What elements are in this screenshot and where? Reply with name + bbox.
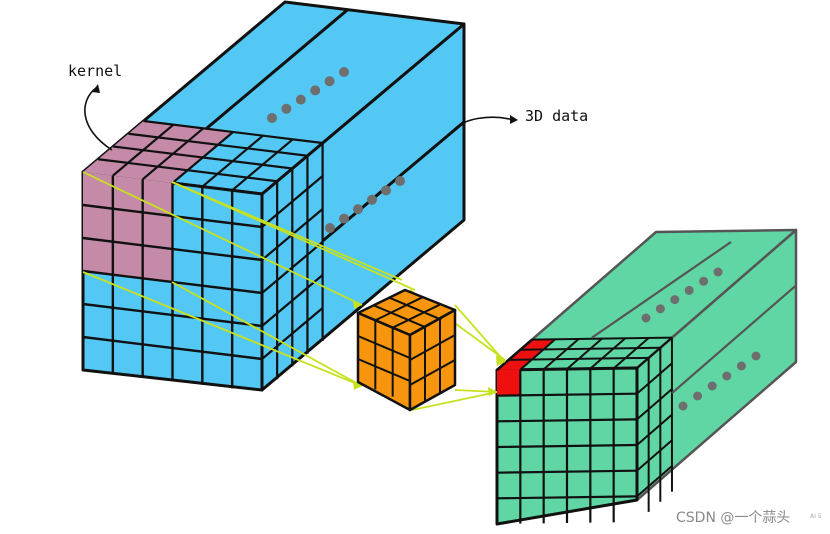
input-side-grid-line xyxy=(261,274,324,327)
output-front-grid-line xyxy=(496,418,638,423)
input-front-grid-line xyxy=(82,302,263,328)
ellipsis-dot xyxy=(339,213,349,224)
input-front-grid-line xyxy=(82,335,263,361)
kernel-cube-grid-line xyxy=(374,296,423,322)
projection-line xyxy=(82,171,363,306)
input-top-grid-line xyxy=(143,119,323,145)
ellipsis-dot xyxy=(339,67,349,77)
output-top-grid-line xyxy=(531,336,672,341)
projection-lines xyxy=(82,171,506,411)
ellipsis-dot xyxy=(325,223,335,233)
label-arrows xyxy=(84,84,518,151)
output-top-grid-line xyxy=(496,338,533,371)
watermark-small-text: AI 5 xyxy=(810,513,822,520)
ellipsis-dot xyxy=(281,103,292,114)
input-side-grid-line xyxy=(261,307,324,360)
3d-data-label-arrow xyxy=(451,116,515,133)
input-front-grid-line xyxy=(82,236,263,262)
projection-arrowhead xyxy=(353,300,362,309)
output-front-grid-line xyxy=(496,392,638,397)
kernel-cube-grid-line xyxy=(357,358,411,382)
kernel-arrowhead xyxy=(92,84,100,93)
projection-line xyxy=(82,271,363,387)
output-top-grid-line xyxy=(543,338,580,371)
ellipsis-dot xyxy=(267,113,277,123)
input-front-grid-line xyxy=(82,203,263,229)
input-3d-data-block xyxy=(81,0,466,392)
ellipsis-dot xyxy=(310,85,321,96)
input-top-grid-line xyxy=(113,145,293,170)
output-front-grid-line xyxy=(496,443,638,449)
ellipsis-dot xyxy=(641,313,651,323)
kernel-cube-grid-line xyxy=(409,359,456,386)
output-top-grid-line xyxy=(613,337,650,370)
ellipsis-dot xyxy=(655,304,665,314)
ellipsis-dot xyxy=(324,76,335,87)
ellipsis-dot xyxy=(670,295,680,305)
output-side-grid-line xyxy=(636,388,673,421)
output-top-seam xyxy=(591,241,732,339)
output-top-grid-line xyxy=(519,338,556,371)
output-side-seam xyxy=(671,284,797,394)
ellipsis-dot xyxy=(684,285,694,295)
ellipsis-dot xyxy=(722,371,732,381)
projection-line xyxy=(171,181,403,281)
ellipsis-dot xyxy=(295,94,306,105)
kernel-label: kernel xyxy=(68,62,123,80)
kernel-cube-grid-line xyxy=(409,334,456,361)
ellipsis-dot xyxy=(736,361,746,371)
input-top-grid-line xyxy=(98,158,278,183)
projection-arrowhead xyxy=(488,387,497,396)
projection-line xyxy=(454,304,506,363)
3d-data-arrowhead xyxy=(510,115,518,124)
projection-line xyxy=(411,391,498,411)
output-top-grid-line xyxy=(520,346,661,351)
ellipsis-dot xyxy=(693,391,703,401)
ellipsis-dot xyxy=(353,204,363,215)
input-side-grid-line xyxy=(261,175,324,228)
ellipsis-dot xyxy=(707,381,717,391)
projection-arrowhead xyxy=(353,381,362,390)
output-side-grid-line xyxy=(636,439,673,472)
ellipsis-dot xyxy=(699,276,709,286)
kernel-cube-grid-line xyxy=(373,304,427,329)
output-3d-block xyxy=(495,228,798,526)
output-front-grid-line xyxy=(496,469,638,474)
input-top-grid-line xyxy=(128,132,308,157)
ellipsis-dot xyxy=(678,401,688,411)
output-top-grid-line xyxy=(589,337,626,370)
ellipsis-dot xyxy=(395,176,405,186)
output-top-grid-line xyxy=(508,356,649,361)
ellipsis-dot xyxy=(381,185,391,196)
output-front-grid-line xyxy=(496,495,638,500)
kernel-cube-grid-line xyxy=(357,335,411,359)
ellipsis-dot xyxy=(751,351,761,361)
kernel-region-front xyxy=(83,172,173,282)
output-side-grid-line xyxy=(636,465,673,498)
kernel-label-arrow xyxy=(84,87,113,151)
kernel-cube xyxy=(356,288,457,412)
projection-arrowhead xyxy=(496,357,505,366)
input-top-seam xyxy=(205,8,349,130)
output-side-grid-line xyxy=(636,413,673,446)
output-red-cell-top xyxy=(497,339,556,370)
csdn-watermark: CSDN @一个蒜头 xyxy=(676,510,791,526)
kernel-cube-grid-line xyxy=(392,303,441,329)
ellipsis-dot xyxy=(713,267,723,277)
projection-line xyxy=(171,281,363,387)
input-side-grid-line xyxy=(261,241,324,294)
output-top-grid-line xyxy=(566,337,603,370)
kernel-cube-grid-line xyxy=(388,296,442,321)
output-top-grid-line xyxy=(636,336,673,369)
ellipsis-dot xyxy=(367,194,377,205)
output-red-cell xyxy=(497,369,521,396)
output-side-grid-line xyxy=(636,362,673,395)
3d-data-label: 3D data xyxy=(525,107,589,125)
